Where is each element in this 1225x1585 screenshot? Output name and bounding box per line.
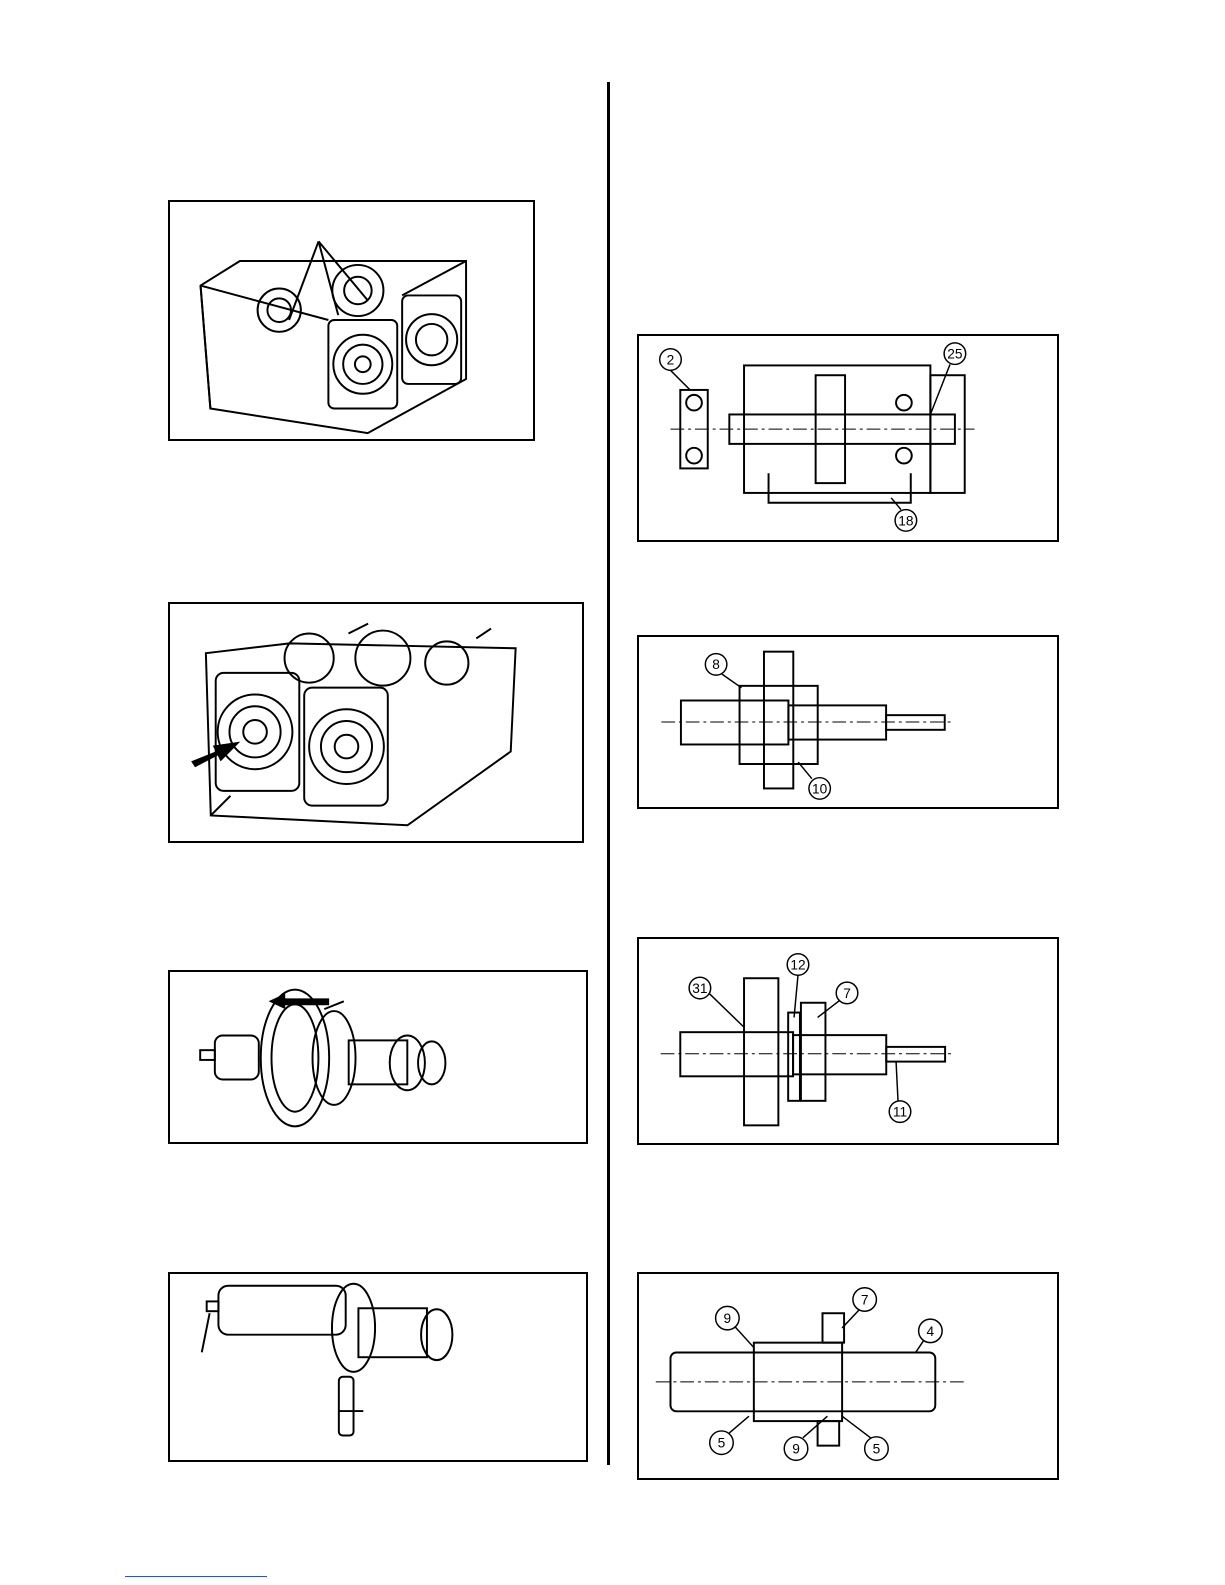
figure-gear-shaft-assembly [168,970,588,1144]
bearing-removal-illustration [170,604,582,841]
figure-cross-section-3: 31 12 7 11 [637,937,1059,1145]
figure-cross-section-4: 9 7 4 5 9 5 [637,1272,1059,1480]
callout-label: 7 [861,1292,869,1307]
callout-label: 2 [667,352,675,367]
figure-shaft-pin [168,1272,588,1462]
callout-label: 9 [792,1441,800,1456]
cross-section-1-illustration: 2 25 18 [639,336,1057,540]
footer-rule [125,1576,267,1577]
column-divider [607,82,610,1465]
figure-cross-section-1: 2 25 18 [637,334,1059,542]
callout-label: 11 [893,1105,907,1120]
callout-label: 5 [718,1436,726,1451]
cross-section-4-illustration: 9 7 4 5 9 5 [639,1274,1057,1478]
shaft-pin-illustration [170,1274,586,1460]
gear-shaft-illustration [170,972,586,1142]
cross-section-3-illustration: 31 12 7 11 [639,939,1057,1143]
callout-label: 25 [947,347,963,362]
cross-section-2-illustration: 8 10 [639,637,1057,807]
callout-label: 5 [873,1441,881,1456]
callout-label: 18 [898,513,914,528]
slide-direction-arrow [269,993,330,1009]
figure-cross-section-2: 8 10 [637,635,1059,809]
callout-label: 12 [790,957,805,972]
gearbox-housing-illustration [170,202,533,439]
callout-label: 8 [712,657,720,672]
callout-label: 9 [724,1311,732,1326]
callout-label: 10 [812,781,828,796]
callout-label: 7 [843,986,851,1001]
callout-label: 4 [927,1324,935,1339]
callout-label: 31 [692,981,707,996]
figure-gearbox-housing-top [168,200,535,441]
figure-bearing-removal [168,602,584,843]
